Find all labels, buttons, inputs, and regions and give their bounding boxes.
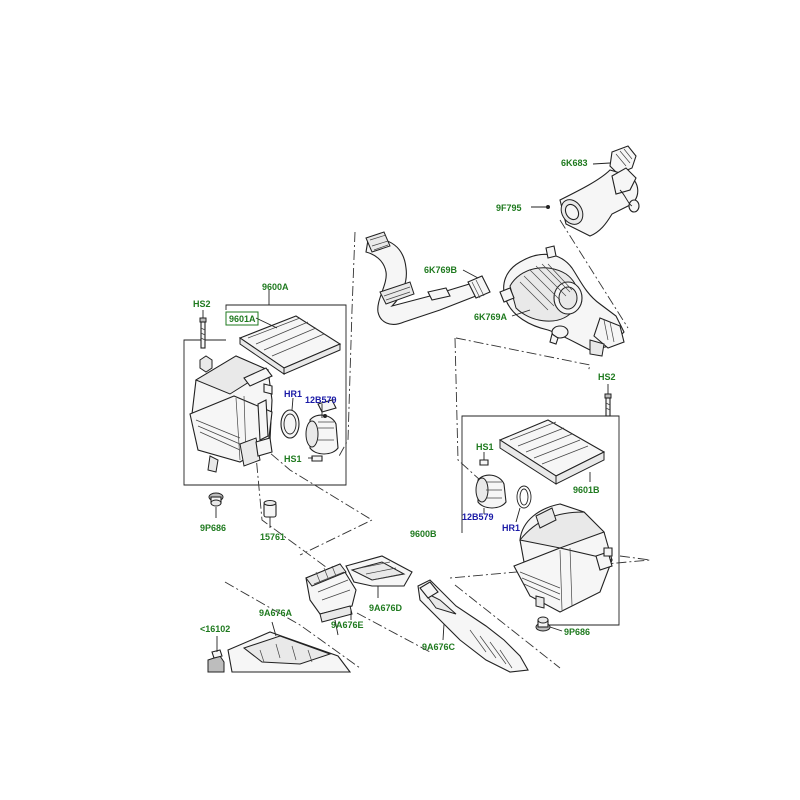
part-9f795-branch-pipe	[531, 167, 640, 237]
part-9a676c-duct	[417, 579, 529, 673]
part-6k769a-duct	[499, 245, 625, 357]
part-9a676e-duct	[305, 563, 357, 623]
label-9600b: 9600B	[410, 529, 437, 539]
label-9p686-left: 9P686	[200, 523, 226, 533]
part-6k683-connector	[592, 145, 637, 175]
label-9a676d: 9A676D	[369, 603, 403, 613]
label-12b579-left: 12B579	[305, 395, 337, 405]
label-hs1-left: HS1	[284, 454, 302, 464]
label-9601a-box	[225, 311, 259, 326]
label-15761: 15761	[260, 532, 285, 542]
label-hs2-right: HS2	[598, 372, 616, 382]
label-9a676c: 9A676C	[422, 642, 456, 652]
label-9a676a: 9A676A	[259, 608, 293, 618]
part-9a676d-duct	[345, 555, 413, 598]
label-6k683: 6K683	[561, 158, 588, 168]
left-assembly-frame	[183, 290, 347, 486]
left-air-cleaner	[189, 310, 342, 528]
right-air-cleaner	[475, 384, 613, 632]
label-9600a: 9600A	[262, 282, 289, 292]
label-hr1-right: HR1	[502, 523, 520, 533]
label-9601b: 9601B	[573, 485, 600, 495]
label-9p686-right: 9P686	[564, 627, 590, 637]
part-labels: 6K683 9F795 6K769B 6K769A 9600A 9601A HS…	[193, 158, 616, 652]
label-hs2-left: HS2	[193, 299, 211, 309]
label-hs1-right: HS1	[476, 442, 494, 452]
part-6k769b-duct	[365, 231, 491, 325]
right-assembly-frame	[461, 415, 620, 626]
label-hr1-left: HR1	[284, 389, 302, 399]
label-16102: <16102	[200, 624, 230, 634]
label-9f795: 9F795	[496, 203, 522, 213]
label-12b579-right: 12B579	[462, 512, 494, 522]
label-6k769b: 6K769B	[424, 265, 458, 275]
label-9a676e: 9A676E	[331, 620, 364, 630]
label-9601a: 9601A	[229, 314, 256, 324]
label-6k769a: 6K769A	[474, 312, 508, 322]
part-9a676a-bracket	[207, 619, 352, 673]
